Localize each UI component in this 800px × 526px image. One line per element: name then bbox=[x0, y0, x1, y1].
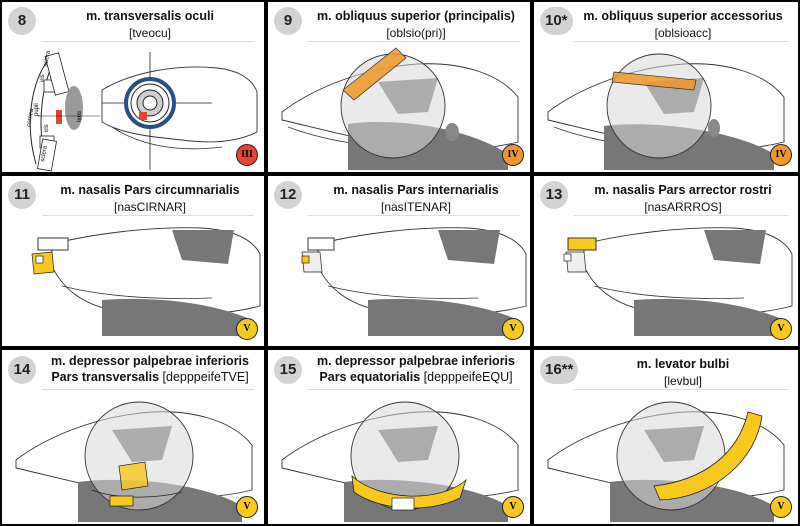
panel-abbreviation: [nasITENAR] bbox=[380, 200, 452, 214]
divider bbox=[574, 41, 788, 42]
skull-illustration bbox=[547, 53, 785, 170]
panel-12: 12 m. nasalis Pars internarialis [nasITE… bbox=[268, 176, 530, 346]
skull-illustration bbox=[301, 227, 527, 336]
inset-label-iris-2: iris bbox=[44, 124, 50, 132]
inset-label-pupil: pupil bbox=[34, 103, 40, 116]
panel-title: m. depressor palpebrae inferioris bbox=[51, 354, 249, 368]
inset-label-iris: iris bbox=[40, 74, 46, 82]
panel-number: 14 bbox=[8, 356, 36, 384]
panel-number: 11 bbox=[8, 181, 36, 209]
divider bbox=[42, 41, 254, 42]
divider bbox=[42, 389, 254, 390]
divider bbox=[308, 215, 520, 216]
panel-abbreviation: [depppeifeTVE] bbox=[162, 370, 249, 384]
panel-subtitle: Pars equatorialis bbox=[319, 370, 421, 384]
divider bbox=[308, 389, 520, 390]
panel-title-line2: Pars equatorialis [depppeifeEQU] bbox=[308, 370, 524, 385]
panel-abbreviation: [depppeifeEQU] bbox=[423, 370, 513, 384]
nerve-badge: V bbox=[770, 496, 792, 518]
eye-section-inset bbox=[29, 52, 100, 172]
panel-title: m. levator bulbi bbox=[636, 357, 730, 371]
divider bbox=[574, 389, 788, 390]
divider bbox=[574, 215, 788, 216]
nerve-badge: V bbox=[502, 318, 524, 340]
skull-illustration bbox=[15, 401, 253, 522]
nerve-badge: IV bbox=[770, 144, 792, 166]
panel-title: m. obliquus superior (principalis) bbox=[317, 9, 515, 23]
panel-number: 10* bbox=[540, 7, 573, 35]
nerve-badge: V bbox=[236, 496, 258, 518]
panel-number: 13 bbox=[540, 181, 568, 209]
panel-abbreviation: [tveocu] bbox=[128, 26, 172, 40]
inset-label-sclera: sclera bbox=[43, 50, 52, 67]
panel-abbreviation: [levbul] bbox=[663, 374, 703, 388]
panel-9: 9 m. obliquus superior (principalis) [ob… bbox=[268, 2, 530, 172]
inset-label-cornea: cornea bbox=[26, 108, 35, 128]
panel-title: m. depressor palpebrae inferioris bbox=[317, 354, 515, 368]
panel-abbreviation: [nasARRROS] bbox=[644, 200, 722, 214]
panel-14: 14 m. depressor palpebrae inferioris Par… bbox=[2, 350, 264, 524]
panel-title: m. obliquus superior accessorius bbox=[583, 9, 783, 23]
panel-subtitle: Pars transversalis bbox=[51, 370, 160, 384]
panel-11: 11 m. nasalis Pars circumnarialis [nasCI… bbox=[2, 176, 264, 346]
panel-abbreviation: [oblsioacc] bbox=[654, 26, 712, 40]
nerve-badge: III bbox=[236, 144, 258, 166]
panel-title: m. transversalis oculi bbox=[86, 9, 214, 23]
panel-number: 15 bbox=[274, 356, 302, 384]
panel-10: 10* m. obliquus superior accessorius [ob… bbox=[534, 2, 798, 172]
panel-abbreviation: [oblsio(pri)] bbox=[386, 26, 446, 40]
panel-16: 16** m. levator bulbi [levbul] V bbox=[534, 350, 798, 524]
inset-label-sclera-2: sclera bbox=[40, 145, 49, 162]
skull-illustration bbox=[281, 401, 519, 522]
skull-illustration bbox=[547, 401, 785, 522]
panel-15: 15 m. depressor palpebrae inferioris Par… bbox=[268, 350, 530, 524]
panel-title-line2: Pars transversalis [depppeifeTVE] bbox=[42, 370, 258, 385]
nerve-badge: IV bbox=[502, 144, 524, 166]
skull-illustration bbox=[563, 227, 793, 336]
panel-8: 8 m. transversalis oculi [tveocu] sclera… bbox=[2, 2, 264, 172]
panel-title: m. nasalis Pars internarialis bbox=[333, 183, 499, 197]
panel-title: m. nasalis Pars circumnarialis bbox=[60, 183, 240, 197]
panel-number: 16** bbox=[540, 356, 579, 384]
panel-number: 8 bbox=[8, 7, 36, 35]
panel-title: m. nasalis Pars arrector rostri bbox=[594, 183, 772, 197]
skull-illustration bbox=[31, 227, 261, 336]
divider bbox=[308, 41, 520, 42]
skull-illustration bbox=[281, 47, 519, 170]
nerve-badge: V bbox=[770, 318, 792, 340]
divider bbox=[42, 215, 254, 216]
nerve-badge: V bbox=[502, 496, 524, 518]
panel-number: 9 bbox=[274, 7, 302, 35]
inset-label-lens: lens bbox=[77, 111, 83, 122]
panel-number: 12 bbox=[274, 181, 302, 209]
panel-13: 13 m. nasalis Pars arrector rostri [nasA… bbox=[534, 176, 798, 346]
panel-abbreviation: [nasCIRNAR] bbox=[113, 200, 187, 214]
eye-illustration: sclera iris pupil cornea lens sclera iri… bbox=[26, 50, 258, 172]
nerve-badge: V bbox=[236, 318, 258, 340]
